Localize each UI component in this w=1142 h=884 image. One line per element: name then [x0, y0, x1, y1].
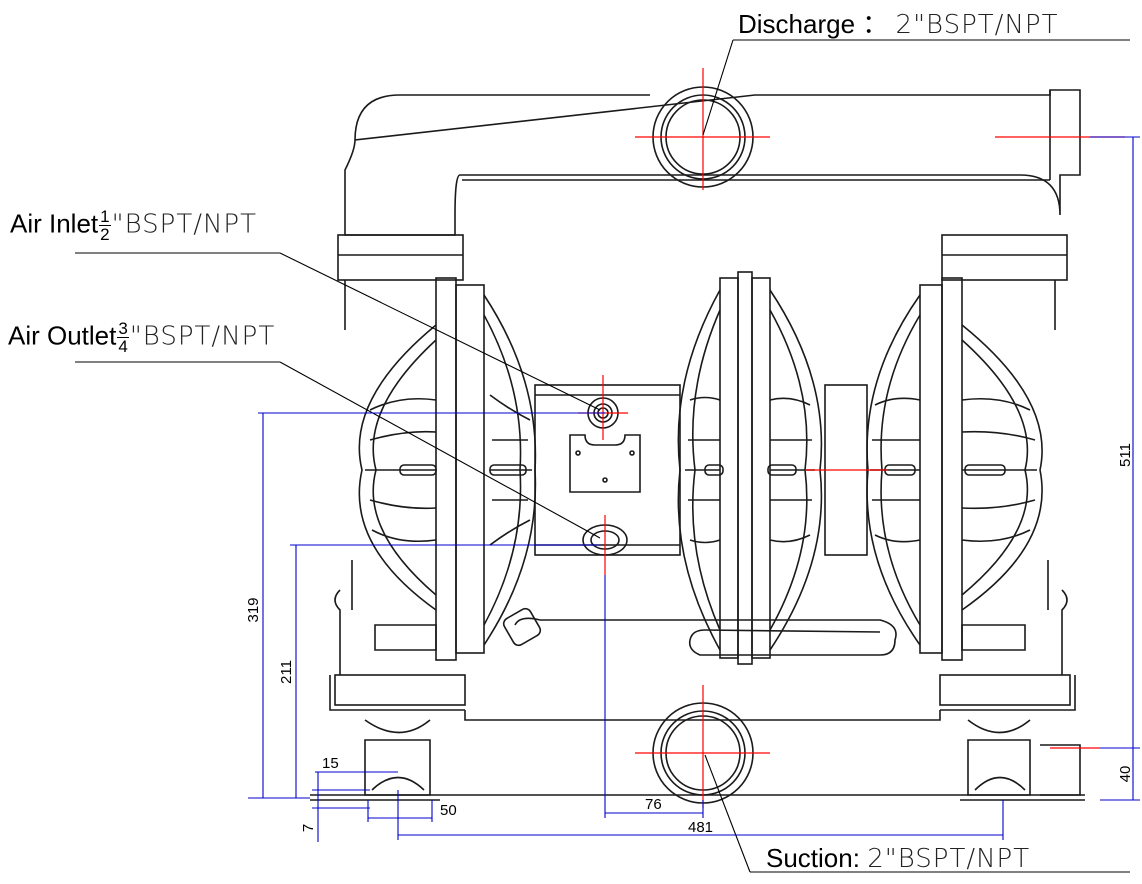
dim-center-offset: 76 [645, 796, 662, 813]
suction-label: Suction: [766, 843, 860, 873]
dim-air-inlet-height: 319 [245, 597, 262, 622]
air-inlet-label: Air Inlet [10, 208, 99, 239]
discharge-separator: ： [862, 9, 889, 39]
dim-foot-offset: 15 [322, 755, 339, 772]
leader-lines [75, 39, 1130, 873]
dim-foot-width: 50 [440, 802, 457, 819]
dim-foot-thickness: 7 [300, 824, 317, 832]
air-inlet-fraction-num: 1 [99, 207, 111, 226]
discharge-spec: 2"BSPT/NPT [895, 10, 1059, 40]
air-outlet-fraction-den: 4 [118, 337, 128, 356]
dim-mount-spacing: 481 [688, 819, 713, 836]
air-outlet-spec: "BSPT/NPT [129, 321, 276, 352]
air-outlet-fraction-num: 3 [117, 319, 129, 338]
dim-air-outlet-height: 211 [278, 660, 295, 684]
dim-foot-height: 40 [1117, 766, 1134, 783]
discharge-callout: Discharge ： 2"BSPT/NPT [738, 11, 1058, 38]
left-ribs [365, 394, 532, 546]
suction-callout: Suction: 2"BSPT/NPT [766, 845, 1030, 872]
right-ribs [870, 397, 1037, 543]
pump-body-outline [310, 86, 1085, 804]
air-inlet-spec: "BSPT/NPT [111, 209, 257, 240]
air-inlet-fraction-den: 2 [100, 225, 110, 244]
dimension-lines [248, 136, 1140, 842]
dim-overall-height: 511 [1117, 443, 1134, 467]
suction-spec: 2"BSPT/NPT [867, 844, 1031, 874]
middle-ribs [685, 396, 815, 544]
discharge-label: Discharge [738, 9, 856, 39]
air-outlet-label: Air Outlet [8, 320, 117, 351]
